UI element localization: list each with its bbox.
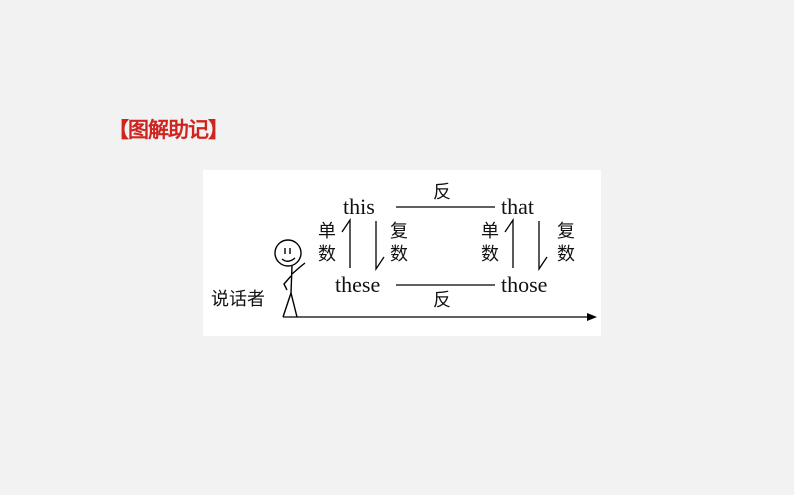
speaker-label: 说话者 — [211, 289, 265, 310]
singular-label-left: 单数 — [318, 221, 336, 265]
word-those: those — [501, 272, 548, 297]
right-up-arrow — [504, 217, 514, 268]
right-down-arrow — [538, 221, 548, 272]
plural-label-right: 复数 — [557, 221, 575, 265]
word-this: this — [343, 194, 375, 219]
word-these: these — [335, 272, 381, 297]
opposite-label-bottom: 反 — [433, 290, 451, 311]
opposite-label-top: 反 — [433, 182, 451, 203]
plural-label-left: 复数 — [390, 221, 408, 265]
speaker-figure — [274, 239, 306, 318]
left-up-arrow — [341, 217, 351, 268]
section-heading: 【图解助记】 — [108, 118, 229, 142]
diagram-lines — [274, 206, 597, 321]
timeline-arrowhead — [587, 313, 597, 321]
left-down-arrow — [375, 221, 385, 272]
word-that: that — [501, 194, 534, 219]
singular-label-right: 单数 — [481, 221, 499, 265]
demonstrative-diagram: this that these those 反 反 单数 复数 单数 复数 说话… — [203, 170, 601, 336]
